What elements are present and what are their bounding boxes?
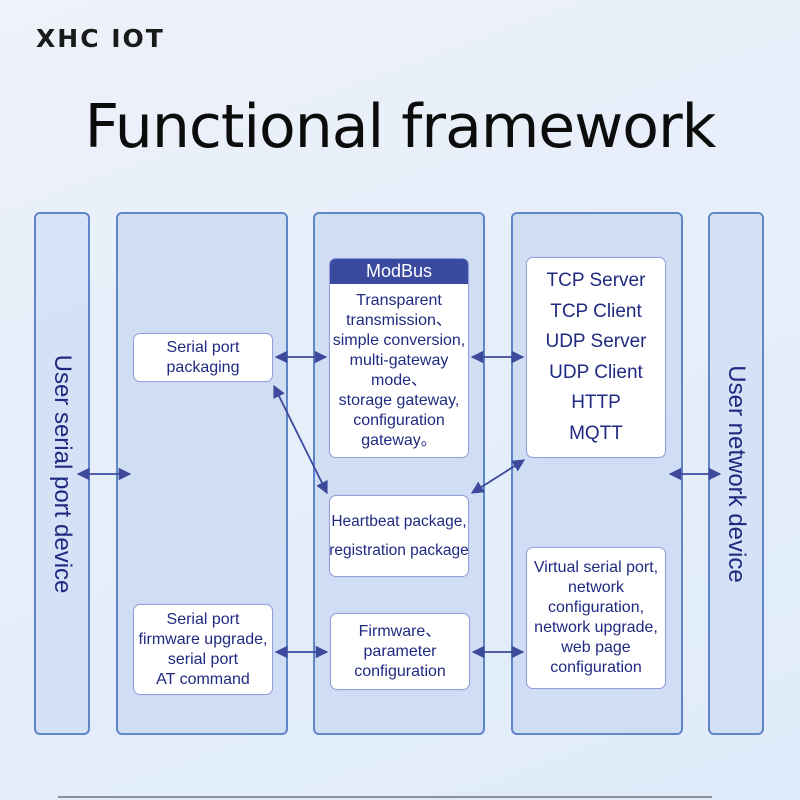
network-config-box: Virtual serial port, network configurati…: [526, 547, 666, 689]
user-serial-port-device: User serial port device: [34, 212, 90, 735]
box-line: network: [567, 579, 625, 596]
box-line: configuration: [354, 662, 446, 680]
heartbeat-box: Heartbeat package, registration package: [329, 495, 469, 577]
protocol-item: TCP Client: [550, 300, 642, 322]
box-line: packaging: [166, 358, 240, 376]
box-line: registration package: [329, 542, 469, 559]
serial-firmware-box: Serial port firmware upgrade, serial por…: [133, 604, 273, 695]
bottom-divider: [58, 796, 712, 798]
protocol-item: TCP Server: [546, 270, 646, 291]
user-network-device-label: User network device: [723, 364, 750, 583]
box-line: web page: [561, 639, 631, 656]
box-line: Serial port: [166, 610, 240, 628]
box-line: Virtual serial port,: [533, 559, 659, 576]
box-line: simple conversion,: [332, 332, 466, 349]
box-line: configuration: [550, 659, 642, 676]
user-network-device: User network device: [708, 212, 764, 735]
modbus-header: ModBus: [330, 259, 468, 284]
box-line: Transparent: [356, 292, 442, 309]
box-line: Firmware、: [358, 622, 442, 640]
box-line: network upgrade,: [534, 619, 658, 636]
firmware-config-box: Firmware、 parameter configuration: [330, 613, 470, 690]
box-line: configuration: [353, 412, 445, 429]
protocol-item: MQTT: [569, 422, 623, 444]
brand-logo: XHC IOT: [36, 24, 165, 53]
box-line: AT command: [156, 670, 250, 688]
serial-port-packaging-box: Serial port packaging: [133, 333, 273, 382]
box-line: serial port: [167, 650, 239, 668]
box-line: gateway。: [361, 432, 437, 449]
modbus-box: ModBus Transparent transmission、 simple …: [329, 258, 469, 458]
protocol-box: TCP Server TCP Client UDP Server UDP Cli…: [526, 257, 666, 458]
box-line: multi-gateway: [349, 352, 449, 369]
page-title: Functional framework: [84, 92, 717, 162]
box-line: parameter: [363, 642, 437, 660]
protocol-item: HTTP: [571, 392, 621, 413]
box-line: Serial port: [166, 338, 240, 356]
box-line: transmission、: [346, 312, 452, 329]
box-line: firmware upgrade,: [138, 630, 268, 648]
box-line: configuration,: [547, 599, 645, 616]
box-line: mode、: [370, 372, 428, 389]
protocol-item: UDP Client: [549, 361, 643, 383]
box-line: Heartbeat package,: [331, 513, 467, 530]
box-line: storage gateway,: [338, 392, 460, 409]
user-serial-port-device-label: User serial port device: [49, 354, 76, 593]
protocol-item: UDP Server: [545, 331, 647, 352]
